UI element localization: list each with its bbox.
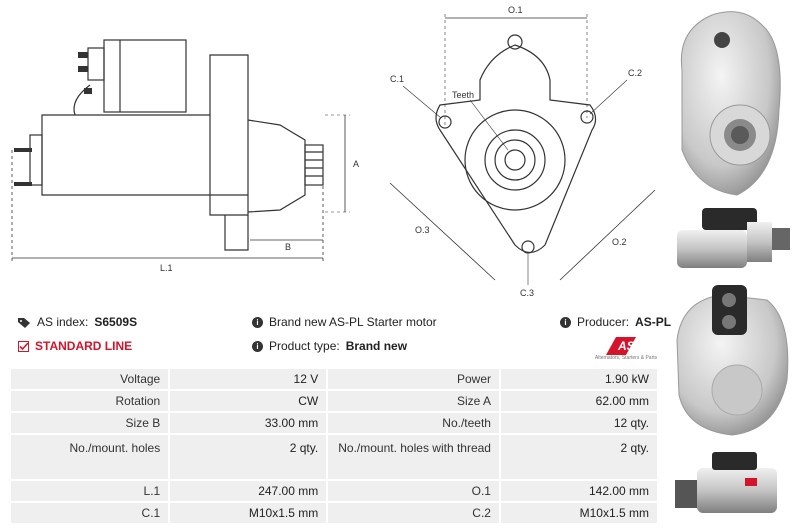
producer-label: Producer:	[577, 315, 630, 329]
spec-value: CW	[170, 391, 327, 411]
spec-value: 2 qty.	[500, 435, 657, 479]
spec-label: No./teeth	[328, 413, 499, 433]
info-icon: i	[252, 316, 263, 328]
product-type-value: Brand new	[345, 339, 408, 353]
dim-c3-label: C.3	[520, 288, 534, 298]
spec-value: 247.00 mm	[170, 481, 327, 501]
spec-label: Size A	[328, 391, 499, 411]
as-logo-mark: AS	[606, 337, 636, 355]
info-icon: i	[560, 316, 571, 328]
spec-value: 33.00 mm	[170, 413, 327, 433]
svg-text:AS: AS	[617, 339, 635, 353]
check-square-icon	[18, 340, 29, 352]
dim-a-label: A	[353, 159, 359, 169]
logo-tagline: Alternators, Starters & Parts	[594, 355, 658, 361]
dim-teeth-label: Teeth	[452, 90, 474, 100]
dim-c1-label: C.1	[390, 74, 404, 84]
spec-value: 12 V	[170, 369, 327, 389]
spec-label: Size B	[11, 413, 169, 433]
description-text: Brand new AS-PL Starter motor	[269, 315, 437, 329]
spec-value: 1.90 kW	[500, 369, 657, 389]
spec-label: Rotation	[11, 391, 169, 411]
product-type: i Product type: Brand new	[252, 339, 407, 353]
photo-rear-view	[676, 285, 789, 436]
dim-l1-label: L.1	[160, 263, 173, 273]
photo-front-view	[680, 11, 781, 196]
spec-label: Voltage	[11, 369, 169, 389]
spec-label: L.1	[11, 481, 169, 501]
as-index-label: AS index:	[37, 315, 89, 329]
product-photos	[675, 11, 790, 513]
info-icon: i	[252, 340, 263, 352]
spec-value: 142.00 mm	[500, 481, 657, 501]
photo-side-view-2	[675, 452, 777, 513]
as-index-value: S6509S	[94, 315, 138, 329]
dim-c2-label: C.2	[628, 68, 642, 78]
spec-value: M10x1.5 mm	[500, 503, 657, 523]
product-type-label: Product type:	[269, 339, 340, 353]
photo-side-view	[677, 208, 790, 268]
technical-drawing: L.1 B A O.1 C.1 C.2 Teeth O.3 O.2 C.3	[11, 5, 656, 298]
dim-b-label: B	[285, 242, 291, 252]
spec-label: C.1	[11, 503, 169, 523]
spec-value: M10x1.5 mm	[170, 503, 327, 523]
spec-label: C.2	[328, 503, 499, 523]
description: i Brand new AS-PL Starter motor	[252, 315, 437, 329]
spec-value: 2 qty.	[170, 435, 327, 479]
as-pl-logo: AS Alternators, Starters & Parts	[588, 335, 664, 365]
spec-label: No./mount. holes	[11, 435, 169, 479]
as-index: AS index: S6509S	[18, 315, 137, 329]
standard-line: STANDARD LINE	[18, 339, 132, 353]
spec-label: Power	[328, 369, 499, 389]
dim-o1-label: O.1	[508, 5, 523, 15]
producer: i Producer: AS-PL	[560, 315, 671, 329]
spec-label: No./mount. holes with thread	[328, 435, 499, 479]
dim-o2-label: O.2	[612, 237, 627, 247]
producer-value: AS-PL	[635, 315, 672, 329]
dim-o3-label: O.3	[415, 225, 430, 235]
spec-label: O.1	[328, 481, 499, 501]
standard-line-text: STANDARD LINE	[35, 339, 133, 353]
tag-icon	[18, 317, 30, 328]
spec-value: 12 qty.	[500, 413, 657, 433]
product-info: AS index: S6509S i Brand new AS-PL Start…	[0, 305, 671, 365]
spec-value: 62.00 mm	[500, 391, 657, 411]
